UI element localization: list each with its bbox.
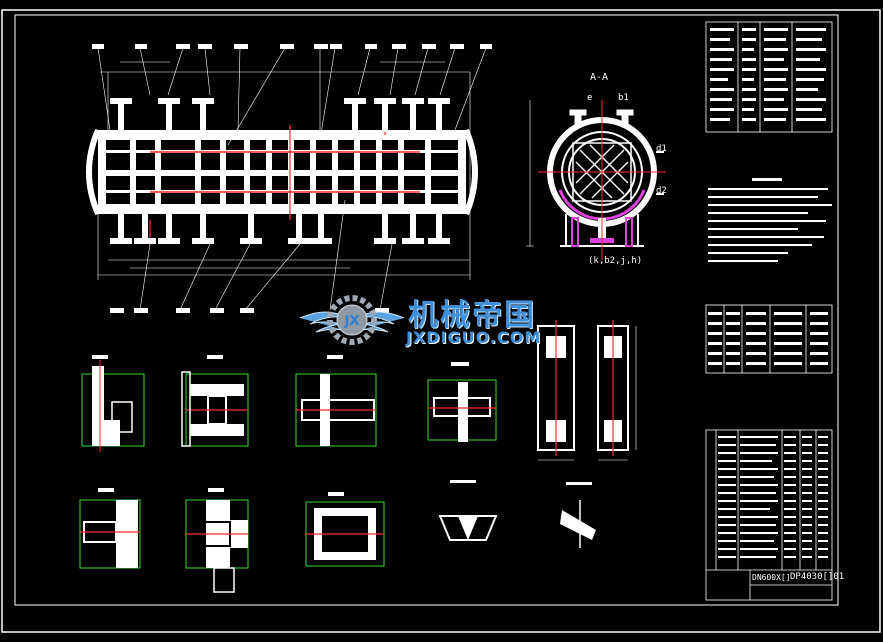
watermark-text-en: JXDIGUO.COM: [406, 328, 542, 347]
nozzle-label-d1: d1: [656, 144, 667, 154]
nozzle-label-b1: b1: [618, 93, 629, 103]
section-a-a-label: A-A: [590, 72, 609, 83]
watermark-logo: JX 机械帝国 JXDIGUO.COM: [298, 288, 598, 352]
section-bottom-label: (k,b2,j,h): [588, 256, 643, 266]
technical-requirements-notes: [708, 178, 832, 262]
nozzle-table: [705, 304, 833, 374]
title-block: [749, 570, 832, 600]
outer-frame: [1, 9, 881, 633]
detail-views: [80, 320, 637, 593]
gear-wings-emblem-icon: JX: [299, 295, 405, 345]
nozzle-label-e: e: [587, 93, 593, 103]
nozzle-table-text: [708, 312, 828, 365]
vessel-front-view: [86, 44, 492, 313]
title-block-name: DN600X[]: [752, 573, 791, 582]
emblem-text: JX: [344, 314, 360, 329]
detail-titles: [92, 355, 592, 496]
technical-specs-text: [710, 28, 826, 121]
parts-list-table: [705, 429, 833, 601]
nozzle-label-d2: d2: [656, 186, 667, 196]
inner-frame: [14, 14, 839, 606]
parts-list-text: [718, 436, 828, 558]
title-block-code: DP4030[]01: [790, 572, 845, 582]
watermark-text-cn: 机械帝国: [408, 298, 536, 333]
section-a-a-view: [526, 100, 666, 260]
technical-specs-table: [705, 21, 833, 133]
